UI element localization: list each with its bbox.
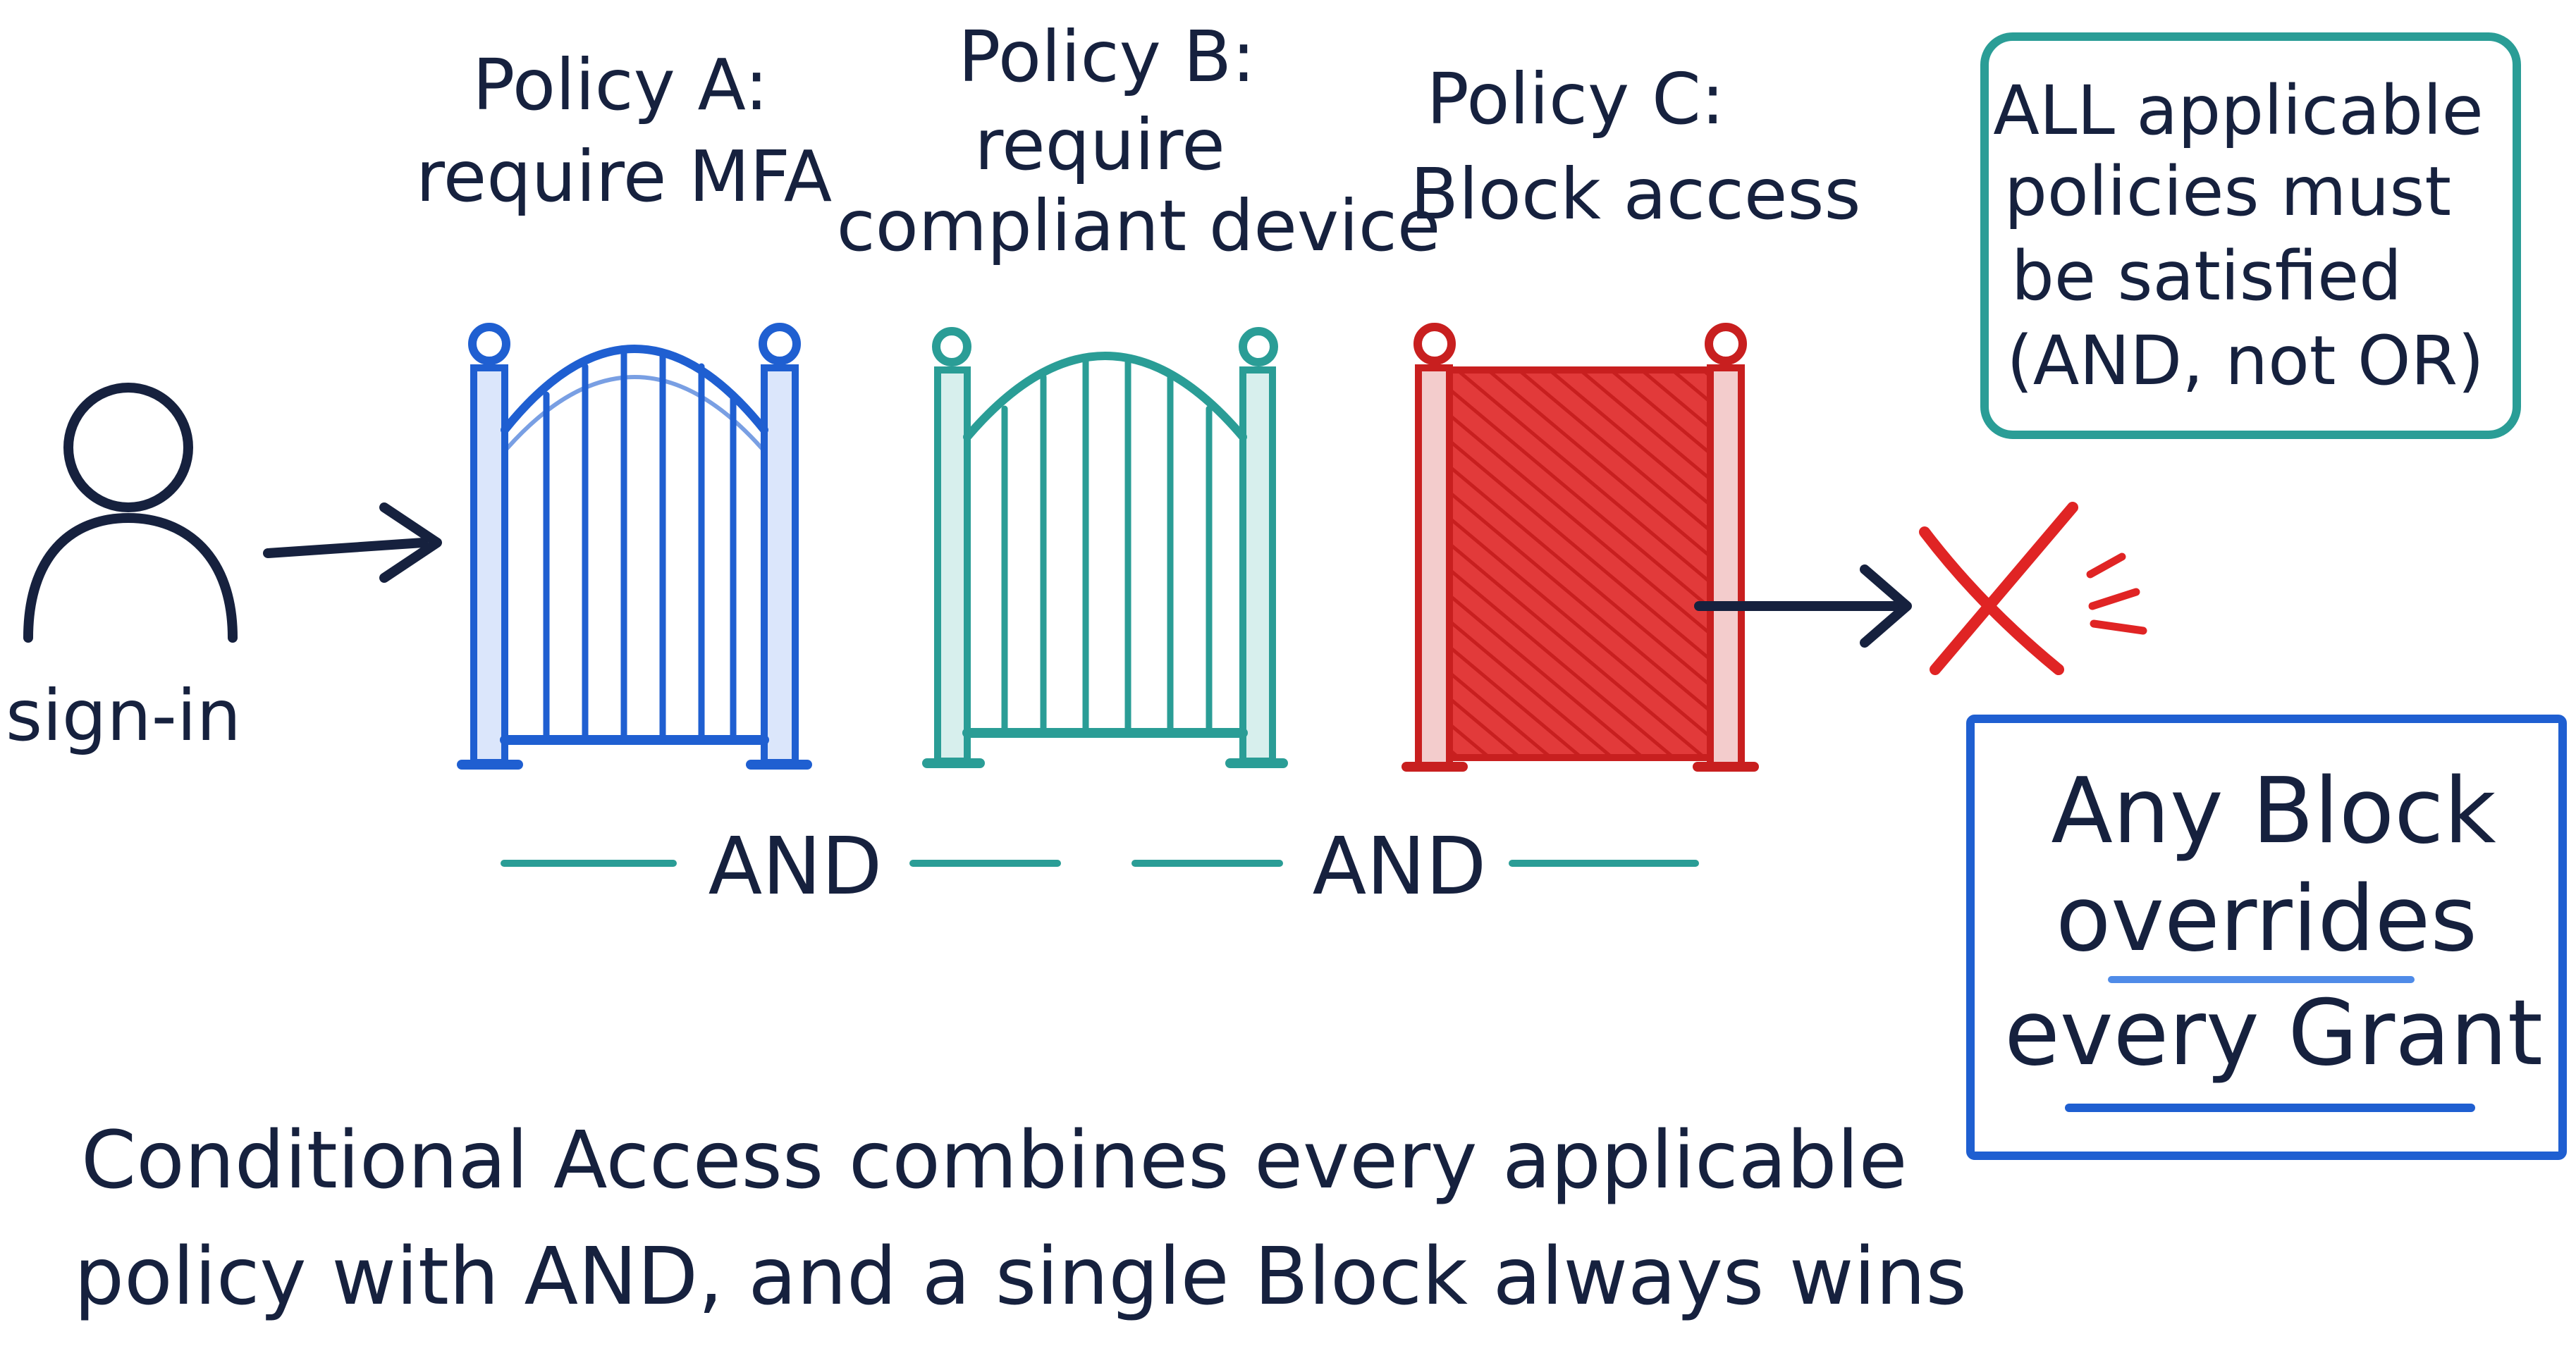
policy-c-gate [1402, 323, 1759, 772]
and-label-1: AND [709, 821, 883, 913]
policy-c-title: Policy C: [1427, 58, 1725, 140]
callout-box [1966, 715, 2567, 1160]
caption-line-2: policy with AND, and a single Block alwa… [74, 1231, 1967, 1323]
note-line-2: policies must [2004, 152, 2451, 231]
signin-label: sign-in [6, 674, 241, 757]
note-line-4: (AND, not OR) [2006, 321, 2484, 400]
policy-a-action: require MFA [416, 135, 832, 218]
caption-line-1: Conditional Access combines every applic… [81, 1115, 1908, 1206]
x-denied-icon [1919, 502, 2147, 675]
policy-a-gate [457, 323, 812, 770]
note-box [1980, 32, 2521, 439]
callout-line-2: overrides [2056, 867, 2477, 972]
policy-b-action-line1: require [974, 104, 1225, 186]
policy-b-title: Policy B: [958, 16, 1256, 98]
policy-b-gate [922, 327, 1288, 768]
arrow-to-policy-a [263, 538, 428, 558]
policy-c-action: Block access [1410, 153, 1860, 235]
person-icon [23, 383, 238, 643]
callout-line-1: Any Block [2051, 759, 2496, 864]
arrow-to-policy-a-head [379, 502, 442, 583]
policy-a-title: Policy A: [472, 44, 768, 126]
policy-b-action-line2: compliant device [837, 185, 1441, 267]
and-label-2: AND [1313, 821, 1487, 913]
note-line-1: ALL applicable [1993, 71, 2483, 150]
arrow-to-denied-head [1860, 564, 1912, 648]
callout-line-3: every Grant [2004, 981, 2543, 1086]
note-line-3: be satisfied [2011, 237, 2402, 316]
